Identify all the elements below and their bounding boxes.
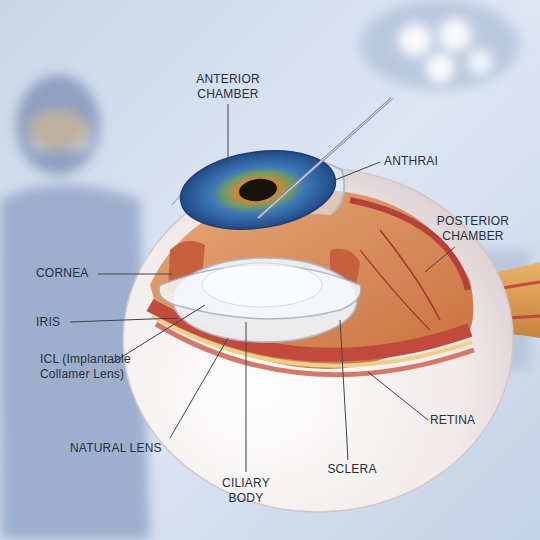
part-label: ICL (Implantable Collamer Lens)	[40, 352, 140, 382]
part-label: CILIARY BODY	[206, 476, 286, 506]
part-label: IRIS	[36, 315, 70, 330]
part-label: ANTERIOR CHAMBER	[183, 72, 273, 102]
part-label: POSTERIOR CHAMBER	[428, 214, 518, 244]
part-label: SCLERA	[322, 462, 382, 477]
part-label: ANTHRAI	[384, 154, 464, 169]
part-label: RETINA	[430, 413, 500, 428]
part-label: NATURAL LENS	[70, 441, 180, 456]
part-label: CORNEA	[36, 266, 98, 281]
